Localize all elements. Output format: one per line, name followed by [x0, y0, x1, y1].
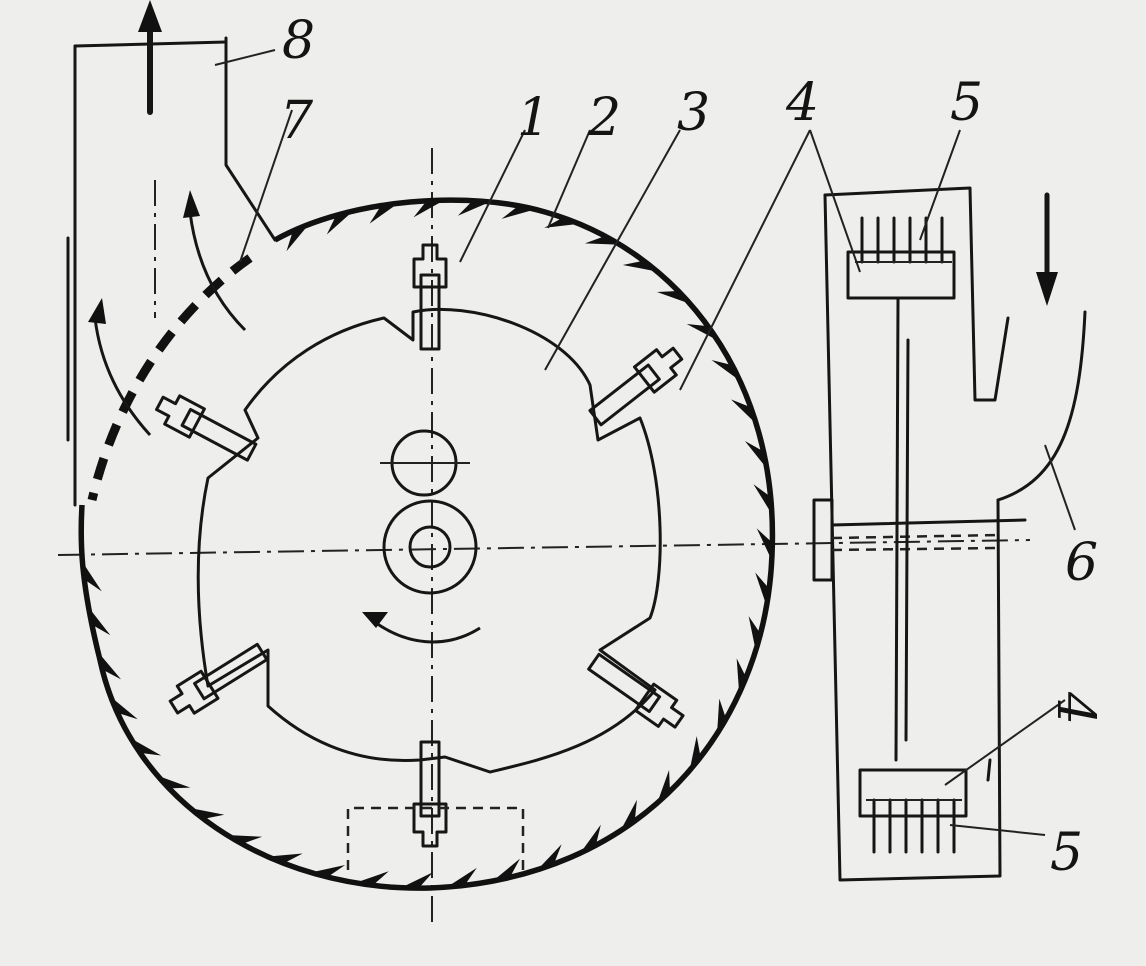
- label-4-bottom: 4: [1045, 691, 1105, 725]
- label-3: 3: [677, 83, 710, 143]
- label-2: 2: [587, 88, 621, 148]
- casing-tooth: [736, 658, 747, 695]
- casing-tooth: [88, 607, 111, 636]
- hammer-side-top: [846, 250, 956, 300]
- shaft-outer: [382, 499, 478, 595]
- casing-tooth: [82, 561, 102, 592]
- casing-tooth: [267, 853, 303, 864]
- label-4-top: 4: [785, 73, 819, 133]
- casing-tooth: [536, 844, 562, 871]
- casing-tooth: [130, 737, 162, 756]
- casing-tooth: [744, 441, 768, 469]
- flow-arrow-left: [93, 317, 152, 437]
- label-1: 1: [517, 88, 550, 148]
- hammer: [155, 394, 258, 462]
- casing-tooth: [446, 867, 477, 888]
- outlet-duct: [66, 36, 277, 507]
- casing-tooth: [584, 236, 621, 245]
- casing-tooth: [656, 770, 670, 804]
- hammer: [412, 740, 448, 848]
- casing-tooth: [717, 698, 727, 735]
- casing-tooth: [689, 736, 701, 772]
- casing-tooth: [400, 872, 433, 889]
- casing-tooth: [354, 871, 389, 886]
- side-view: [812, 186, 1087, 882]
- casing-tooth: [492, 858, 520, 882]
- label-5-bottom: 5: [1050, 823, 1083, 883]
- casing-tooth: [748, 616, 761, 652]
- casing-tooth: [756, 528, 773, 561]
- casing-teeth: [82, 199, 773, 889]
- rotation-arrow: [371, 618, 481, 644]
- label-8: 8: [282, 11, 315, 71]
- casing-tooth: [286, 223, 310, 252]
- casing-tooth: [579, 824, 601, 854]
- label-7: 7: [280, 91, 314, 151]
- casing-tooth: [310, 865, 346, 878]
- shaft-inner: [408, 525, 452, 569]
- casing-tooth: [686, 324, 719, 341]
- casing-tooth: [620, 799, 637, 832]
- hammer: [412, 243, 448, 351]
- rotor-disc: [196, 307, 662, 774]
- flow-arrow-right: [188, 211, 247, 332]
- casing-tooth: [755, 572, 770, 607]
- hammer: [588, 346, 684, 427]
- label-6: 6: [1065, 533, 1098, 593]
- deflector-plate: [87, 254, 253, 502]
- casing-tooth: [656, 291, 691, 305]
- casing-tooth: [156, 775, 191, 789]
- hammers: [155, 243, 685, 848]
- casing-tooth: [711, 360, 741, 382]
- casing-tooth: [97, 651, 122, 680]
- casing-tooth: [189, 807, 225, 819]
- casing-tooth: [622, 260, 658, 272]
- casing-tooth: [413, 199, 445, 218]
- hammer: [168, 642, 269, 715]
- horizontal-centerline: [57, 539, 1031, 556]
- hammer-side-bottom: [858, 768, 968, 818]
- casing-tooth: [226, 835, 263, 844]
- casing-tooth: [457, 200, 491, 216]
- leader-lines: [214, 49, 1076, 836]
- casing-tooth: [501, 205, 537, 219]
- casing-tooth: [369, 202, 399, 224]
- label-5-top: 5: [950, 73, 983, 133]
- casing-tooth: [753, 484, 773, 515]
- casing-tooth: [544, 217, 580, 228]
- casing-tooth: [730, 399, 757, 425]
- casing-tooth: [110, 696, 138, 720]
- hammer: [587, 652, 685, 729]
- casing-tooth: [326, 210, 354, 235]
